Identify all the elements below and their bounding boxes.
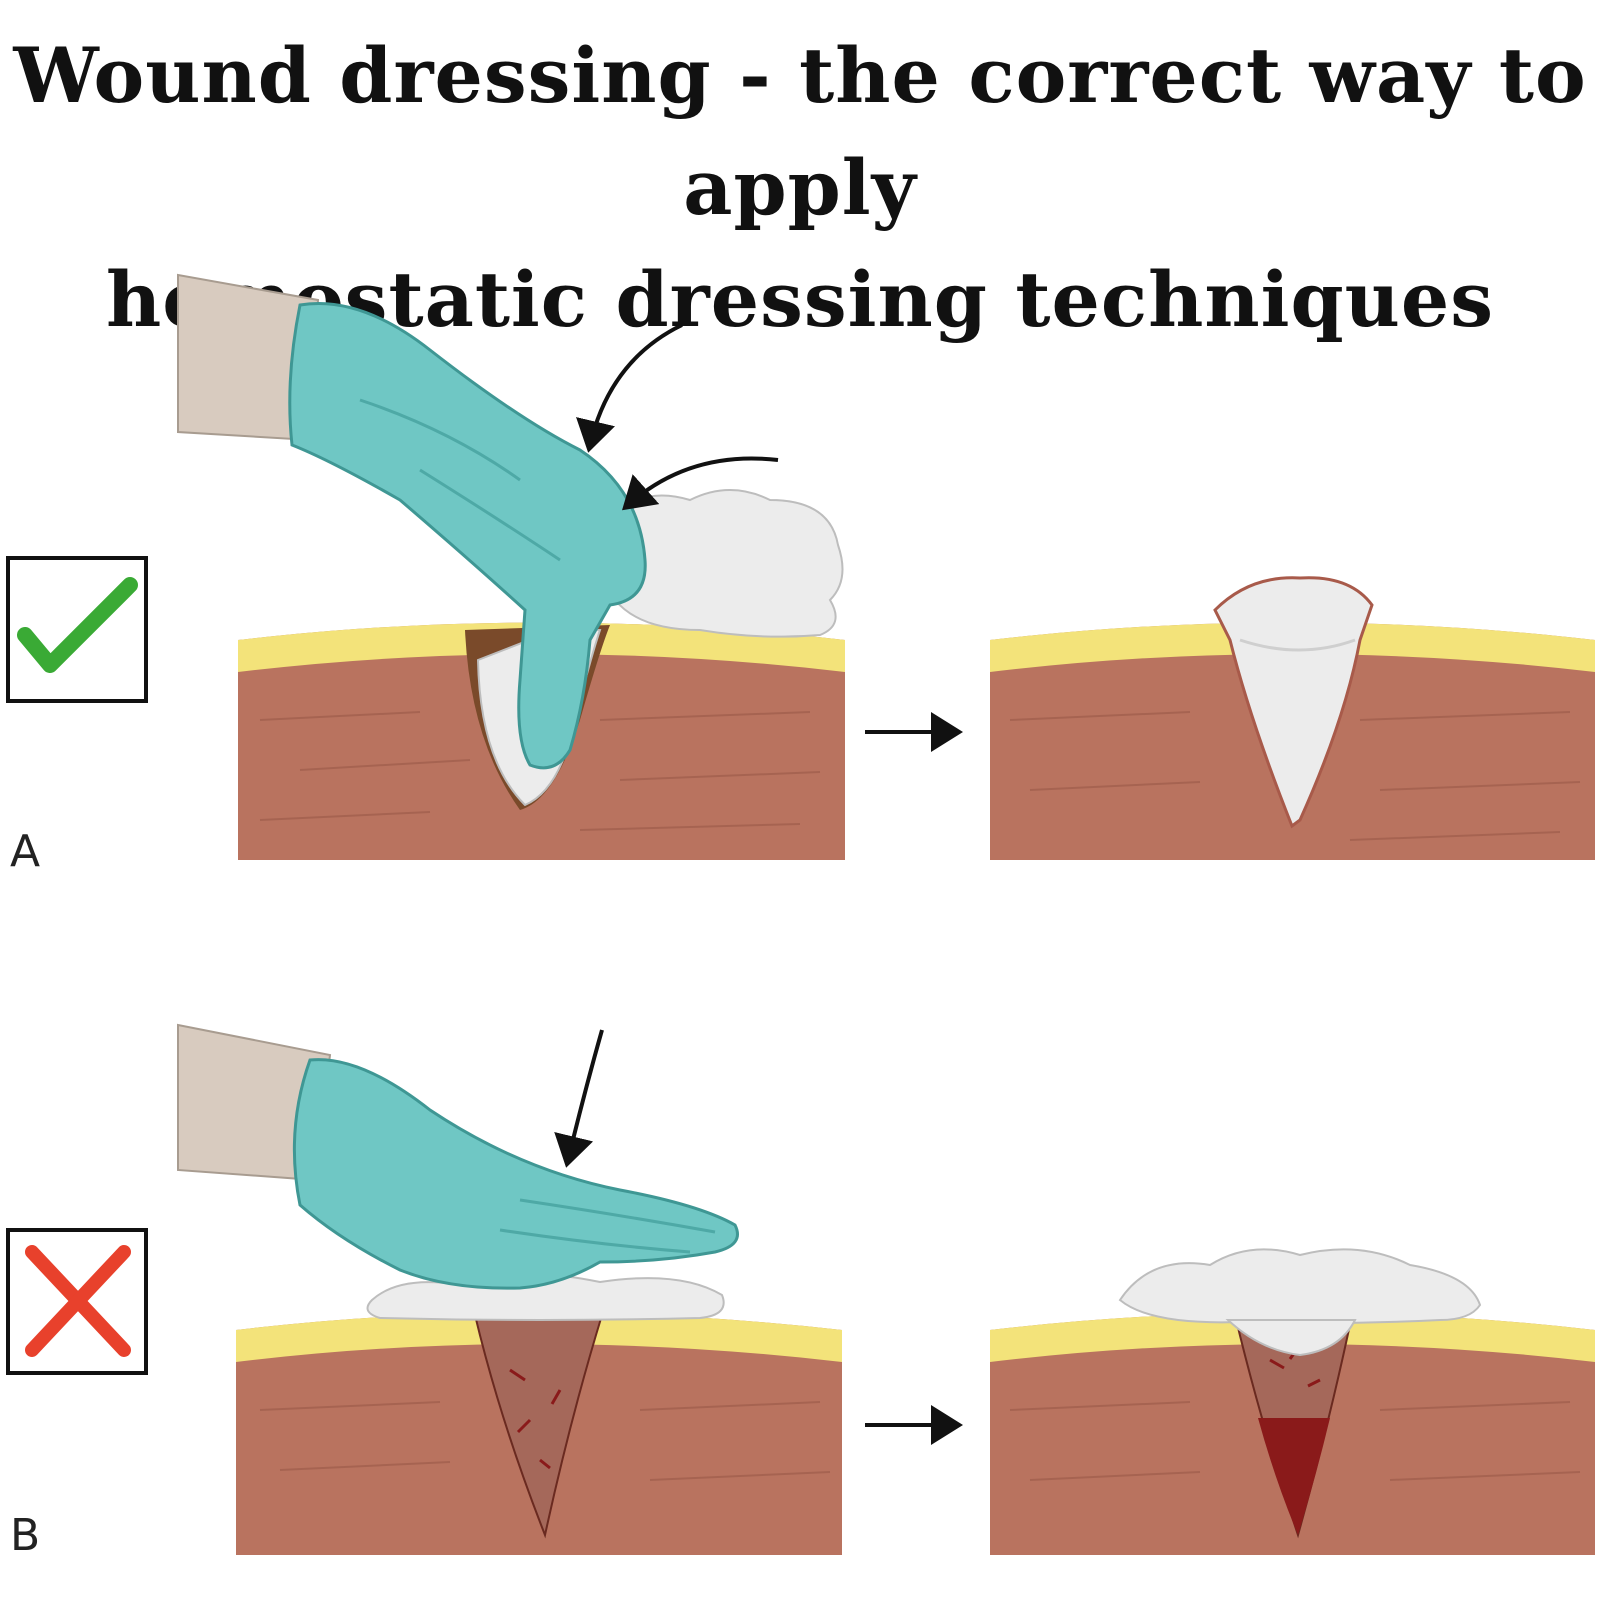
correct-indicator — [6, 556, 148, 703]
tissue-block-b-after — [990, 1312, 1595, 1555]
pressure-arrow-b — [554, 1029, 604, 1168]
check-mark-icon — [17, 577, 138, 673]
pressure-arrow-a-2 — [622, 456, 779, 511]
gauze-mound-a — [602, 489, 844, 638]
page-title: Wound dressing - the correct way to appl… — [0, 20, 1600, 356]
tissue-block-b-before — [236, 1312, 842, 1555]
row-label-a: A — [10, 826, 40, 877]
gauze-mound-b — [1118, 1248, 1482, 1325]
pressure-arrow-a-1 — [576, 323, 683, 453]
row-label-b: B — [10, 1510, 40, 1561]
glove-a — [288, 301, 647, 770]
title-line-1: Wound dressing - the correct way to appl… — [13, 31, 1587, 232]
incorrect-indicator — [6, 1228, 148, 1375]
glove-b — [292, 1058, 739, 1290]
cross-mark-icon — [25, 1245, 131, 1357]
tissue-block-a-after — [990, 576, 1595, 860]
